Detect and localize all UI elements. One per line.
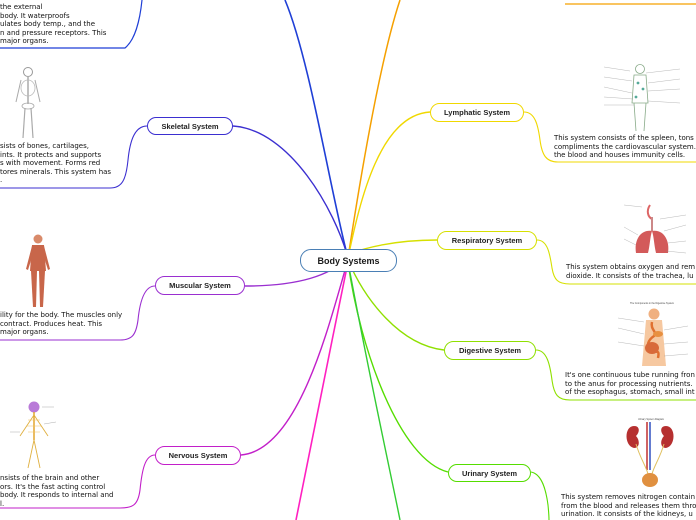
muscle-figure-icon (26, 234, 50, 307)
link-nervous (240, 259, 349, 456)
muscular-description: ility for the body. The muscles only con… (0, 311, 123, 337)
skeleton-icon (15, 67, 41, 139)
skeletal-description: sists of bones, cartilages, ints. It pro… (0, 142, 112, 185)
skeletal-system-node[interactable]: Skeletal System (147, 117, 233, 135)
kidneys-icon: Urinary System Diagram (626, 418, 674, 487)
muscular-system-node[interactable]: Muscular System (155, 276, 245, 295)
nervous-system-node[interactable]: Nervous System (155, 446, 241, 465)
link-bottom (295, 261, 349, 520)
digestive-figure-icon: The Components in the Digestive System (617, 302, 689, 366)
central-topic[interactable]: Body Systems (300, 249, 397, 272)
lymphatic-system-node[interactable]: Lymphatic System (430, 103, 524, 122)
link-integumentary (284, 0, 349, 259)
digestive-image-title: The Components in the Digestive System (630, 302, 674, 305)
urinary-system-node[interactable]: Urinary System (448, 464, 531, 482)
urinary-image-title: Urinary System Diagram (638, 418, 664, 421)
digestive-description: It's one continuous tube running fron to… (565, 371, 695, 397)
nervous-description: nsists of the brain and other ors. It's … (0, 474, 114, 508)
lymph-figure-icon (603, 64, 681, 132)
link-skeletal (232, 125, 349, 259)
urinary-description: This system removes nitrogen contain fro… (561, 493, 696, 519)
link-urinary (347, 261, 449, 473)
lungs-icon (623, 204, 687, 254)
link-bottom-green (347, 261, 401, 520)
digestive-system-node[interactable]: Digestive System (444, 341, 536, 360)
respiratory-system-node[interactable]: Respiratory System (437, 231, 537, 250)
lymphatic-description: This system consists of the spleen, tons… (554, 134, 696, 160)
integumentary-description: the external body. It waterproofs ulates… (0, 3, 107, 46)
link-orange (347, 0, 401, 259)
link-lymphatic (347, 111, 431, 259)
link-digestive (347, 259, 445, 351)
respiratory-description: This system obtains oxygen and rem dioxi… (566, 263, 696, 280)
nervous-figure-icon (10, 401, 57, 469)
